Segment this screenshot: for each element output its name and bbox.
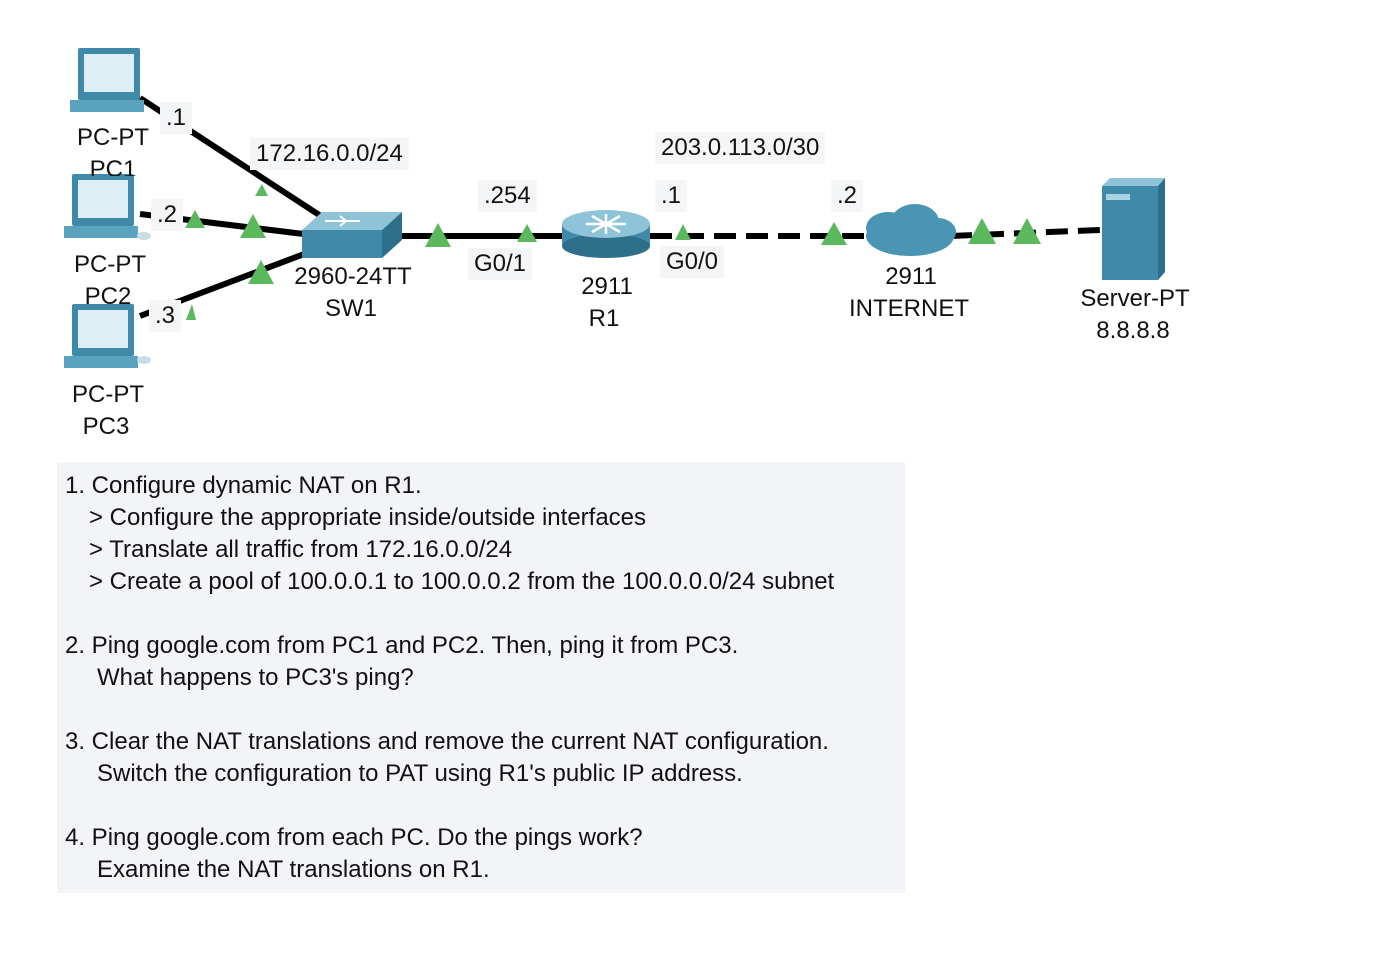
server-ip-label: 8.8.8.8 [1096,317,1170,344]
pc1-icon[interactable] [70,48,144,112]
task-heading: 4. Ping google.com from each PC. Do the … [65,824,643,851]
pc3-host-label: .3 [149,300,182,332]
link-up-icon [517,224,537,242]
server-icon[interactable] [1102,178,1165,280]
task-1: 1. Configure dynamic NAT on R1. > Config… [65,470,905,598]
task-continuation: Switch the configuration to PAT using R1… [97,760,743,787]
task-heading: 3. Clear the NAT translations and remove… [65,728,829,755]
link-up-icon [675,224,691,240]
pc3-icon[interactable] [64,304,151,368]
pc3-name-label: PC3 [82,413,130,440]
link-up-icon [248,260,274,284]
internet-name-label: INTERNET [849,295,969,322]
pc2-model-label: PC-PT [74,251,146,278]
sw1-name-label: SW1 [324,295,378,322]
pc1-name-label: PC1 [89,156,137,176]
internet-host-label: .2 [831,180,864,212]
pc2-host-label: .2 [151,199,184,231]
task-4: 4. Ping google.com from each PC. Do the … [65,822,905,886]
task-continuation: Examine the NAT translations on R1. [97,856,490,883]
lan-subnet-label: 172.16.0.0/24 [250,138,409,170]
pc2-name-label: PC2 [84,283,132,307]
switch-icon[interactable] [302,212,402,258]
task-subitem: > Configure the appropriate inside/outsi… [89,504,647,531]
link-up-icon [968,218,996,244]
link-up-icon [255,184,268,196]
task-2: 2. Ping google.com from PC1 and PC2. The… [65,630,905,694]
server-model-label: Server-PT [1080,285,1190,312]
link-up-icon [186,304,196,320]
link-status-indicators [185,184,1041,320]
cloud-icon[interactable] [866,204,956,256]
task-heading: 2. Ping google.com from PC1 and PC2. The… [65,632,739,659]
link-up-icon [240,214,266,238]
pc1-model-label: PC-PT [77,124,149,151]
network-topology [64,48,1165,368]
task-subitem: > Translate all traffic from 172.16.0.0/… [89,536,513,563]
internet-model-label: 2911 [885,263,937,290]
task-subitem: > Create a pool of 100.0.0.1 to 100.0.0.… [89,568,835,595]
wan-subnet-label: 203.0.113.0/30 [655,132,826,164]
r1-wan-host-label: .1 [655,180,688,212]
task-heading: 1. Configure dynamic NAT on R1. [65,472,422,499]
link-up-icon [185,210,205,228]
pc2-icon[interactable] [64,174,151,240]
pc1-host-label: .1 [160,102,193,134]
task-continuation: What happens to PC3's ping? [97,664,414,691]
task-3: 3. Clear the NAT translations and remove… [65,726,905,790]
r1-lan-host-label: .254 [478,180,537,212]
task-instructions: 1. Configure dynamic NAT on R1. > Config… [57,462,905,893]
r1-name-label: R1 [588,305,620,332]
r1-model-label: 2911 [581,273,633,300]
link-up-icon [1013,218,1041,244]
link-up-icon [821,222,847,245]
pc3-model-label: PC-PT [72,381,144,408]
r1-wan-interface-label: G0/0 [660,246,725,278]
sw1-model-label: 2960-24TT [294,263,412,290]
r1-lan-interface-label: G0/1 [468,248,533,280]
link-up-icon [425,223,451,247]
router-icon[interactable] [562,210,650,258]
